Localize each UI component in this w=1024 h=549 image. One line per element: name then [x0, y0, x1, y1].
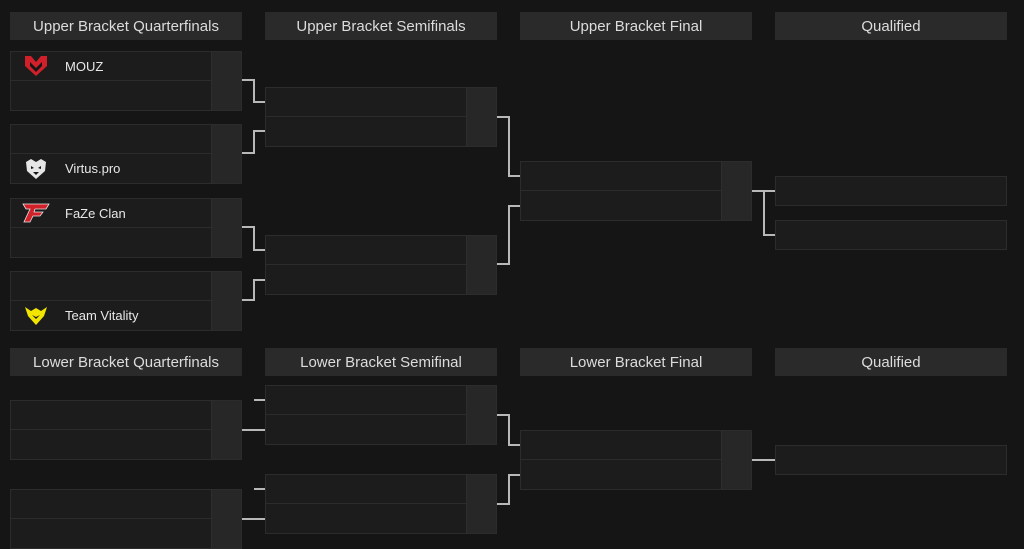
team-slot-empty[interactable] — [266, 236, 496, 265]
team-slot-empty[interactable] — [11, 401, 241, 430]
mouz-logo-icon — [21, 52, 51, 81]
match-score — [211, 401, 241, 459]
header-lb-quarterfinals: Lower Bracket Quarterfinals — [10, 348, 242, 376]
virtus-pro-bear-icon — [21, 154, 51, 183]
team-slot-empty[interactable] — [521, 191, 751, 220]
match-score — [466, 475, 496, 533]
team-slot-empty[interactable] — [266, 504, 496, 533]
team-name: Team Vitality — [65, 308, 139, 323]
team-slot-empty[interactable] — [11, 272, 241, 301]
team-name: FaZe Clan — [65, 205, 126, 221]
match-score — [211, 125, 241, 183]
team-slot-empty[interactable] — [11, 430, 241, 459]
header-lb-final: Lower Bracket Final — [520, 348, 752, 376]
team-slot-faze[interactable]: FaZe Clan — [11, 199, 241, 228]
team-slot-empty[interactable] — [521, 460, 751, 489]
ub-qualified-slot-2[interactable] — [775, 220, 1007, 250]
team-slot-empty[interactable] — [11, 125, 241, 154]
team-slot-empty[interactable] — [266, 475, 496, 504]
match-score — [211, 490, 241, 548]
ub-qf-match-1[interactable]: MOUZ — [10, 51, 242, 111]
team-slot-empty[interactable] — [11, 490, 241, 519]
lb-sf-match-1[interactable] — [265, 385, 497, 445]
header-ub-final: Upper Bracket Final — [520, 12, 752, 40]
lb-sf-match-2[interactable] — [265, 474, 497, 534]
team-slot-empty[interactable] — [521, 431, 751, 460]
header-ub-semifinals: Upper Bracket Semifinals — [265, 12, 497, 40]
match-score — [211, 272, 241, 330]
vitality-bee-icon — [21, 301, 51, 330]
ub-qf-match-4[interactable]: Team Vitality — [10, 271, 242, 331]
team-slot-empty[interactable] — [266, 88, 496, 117]
lb-qualified-slot[interactable] — [775, 445, 1007, 475]
match-score — [466, 88, 496, 146]
match-score — [466, 236, 496, 294]
team-slot-empty[interactable] — [266, 265, 496, 294]
team-slot-empty[interactable] — [266, 386, 496, 415]
ub-qualified-slot-1[interactable] — [775, 176, 1007, 206]
ub-sf-match-2[interactable] — [265, 235, 497, 295]
header-ub-qualified: Qualified — [775, 12, 1007, 40]
team-slot-empty[interactable] — [521, 162, 751, 191]
lb-qf-match-2[interactable] — [10, 489, 242, 549]
team-slot-empty[interactable] — [266, 117, 496, 146]
team-slot-empty[interactable] — [11, 228, 241, 257]
team-slot-mouz[interactable]: MOUZ — [11, 52, 241, 81]
match-score — [466, 386, 496, 444]
ub-qf-match-3[interactable]: FaZe Clan — [10, 198, 242, 258]
match-score — [721, 162, 751, 220]
team-name: MOUZ — [65, 58, 104, 74]
match-score — [721, 431, 751, 489]
team-slot-vitality[interactable]: Team Vitality — [11, 301, 241, 330]
team-slot-empty[interactable] — [11, 519, 241, 548]
team-slot-virtus-pro[interactable]: Virtus.pro — [11, 154, 241, 183]
header-lb-qualified: Qualified — [775, 348, 1007, 376]
team-name: Virtus.pro — [65, 161, 121, 176]
match-score — [211, 199, 241, 257]
match-score — [211, 52, 241, 110]
ub-sf-match-1[interactable] — [265, 87, 497, 147]
ub-final-match[interactable] — [520, 161, 752, 221]
team-slot-empty[interactable] — [11, 81, 241, 110]
lb-final-match[interactable] — [520, 430, 752, 490]
ub-qf-match-2[interactable]: Virtus.pro — [10, 124, 242, 184]
header-lb-semifinal: Lower Bracket Semifinal — [265, 348, 497, 376]
lb-qf-match-1[interactable] — [10, 400, 242, 460]
faze-logo-icon — [21, 199, 51, 228]
header-ub-quarterfinals: Upper Bracket Quarterfinals — [10, 12, 242, 40]
team-slot-empty[interactable] — [266, 415, 496, 444]
